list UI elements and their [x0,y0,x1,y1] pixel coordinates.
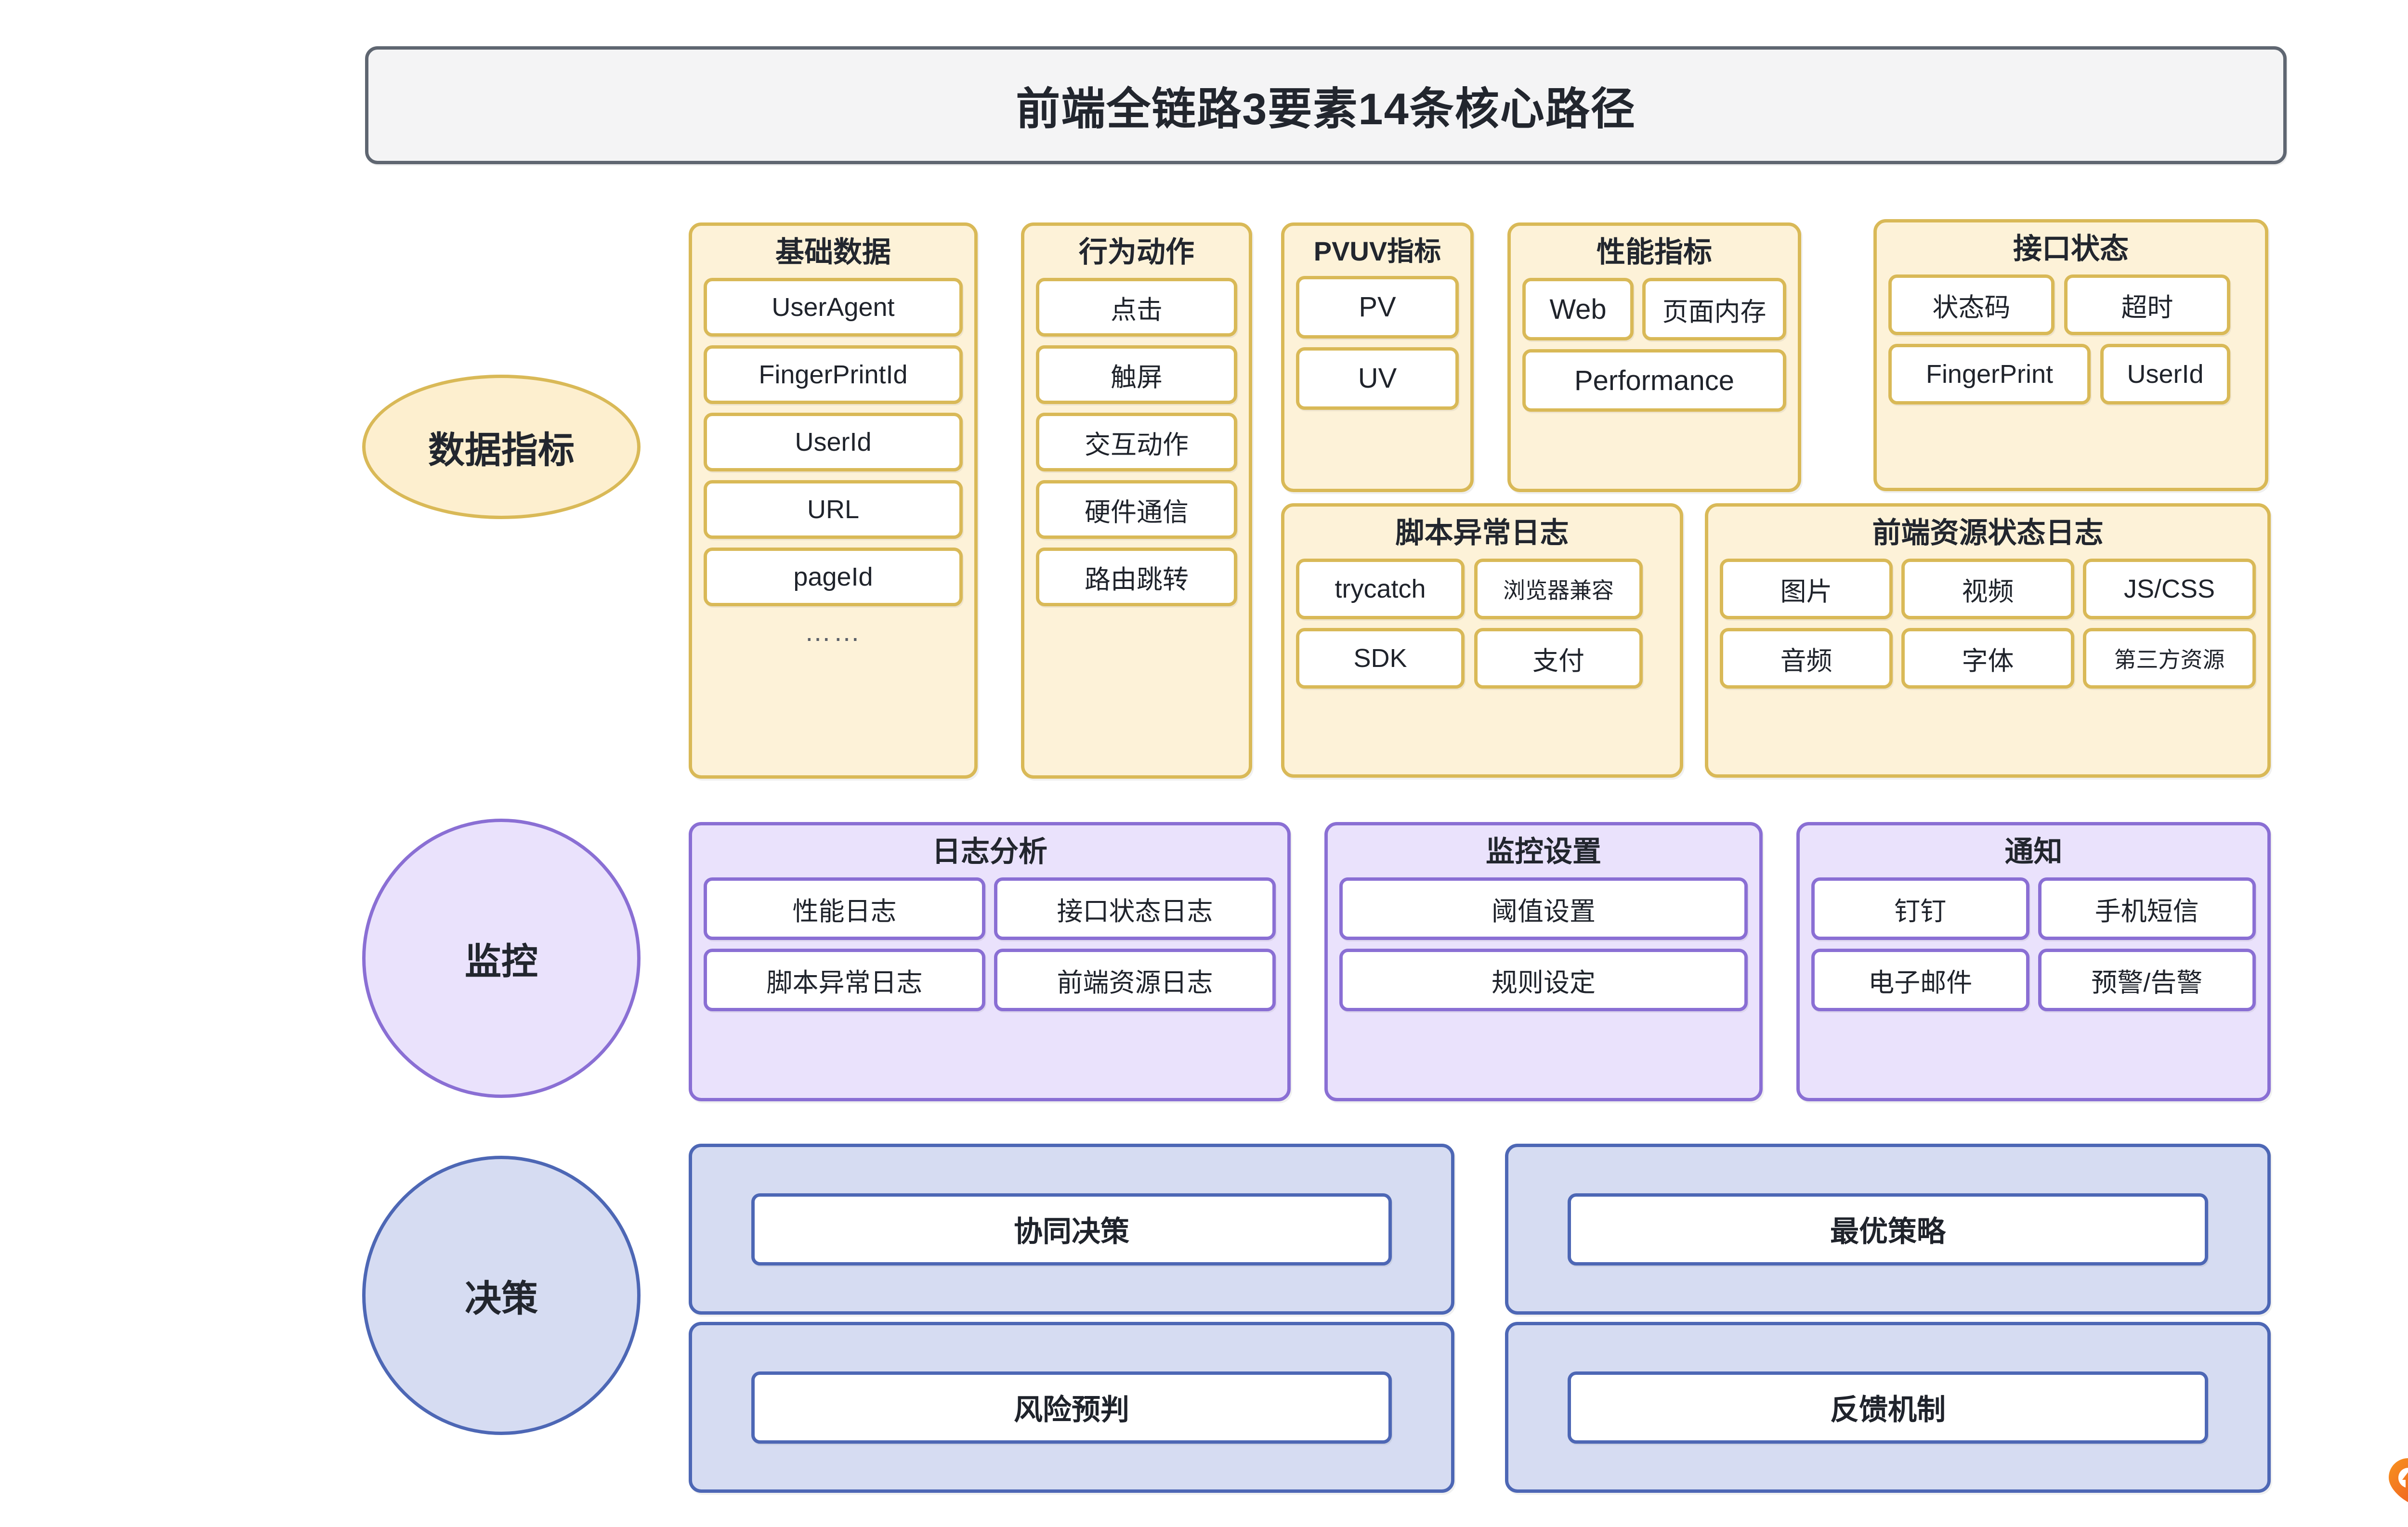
group-basic-data: 基础数据 UserAgent FingerPrintId UserId URL … [689,222,978,779]
chip-useragent[interactable]: UserAgent [704,278,963,337]
chip-list-behavior-actions: 点击 触屏 交互动作 硬件通信 路由跳转 [1036,278,1237,606]
page-title-banner: 前端全链路3要素14条核心路径 [365,46,2287,164]
chip-warning-alarm[interactable]: 预警/告警 [2038,949,2256,1011]
decision-card-collaborative[interactable]: 协同决策 [689,1144,1454,1315]
decision-label-feedback-mechanism: 反馈机制 [1568,1371,2208,1444]
chip-email[interactable]: 电子邮件 [1811,949,2029,1011]
decision-label-optimal-strategy: 最优策略 [1568,1193,2208,1266]
group-title-performance-metrics: 性能指标 [1597,236,1712,268]
section-label-monitoring: 监控 [362,819,641,1098]
chip-grid-log-analysis: 性能日志 接口状态日志 脚本异常日志 前端资源日志 [704,877,1276,1011]
group-frontend-resource-log: 前端资源状态日志 图片 视频 JS/CSS 音频 字体 第三方资源 [1705,503,2271,778]
chip-js-css[interactable]: JS/CSS [2083,559,2256,619]
group-title-basic-data: 基础数据 [775,236,891,268]
group-log-analysis: 日志分析 性能日志 接口状态日志 脚本异常日志 前端资源日志 [689,822,1291,1101]
chip-page-memory[interactable]: 页面内存 [1642,278,1786,340]
chip-grid-frontend-resource: 图片 视频 JS/CSS 音频 字体 第三方资源 [1720,559,2256,689]
chip-audio[interactable]: 音频 [1720,628,1893,689]
chip-click[interactable]: 点击 [1036,278,1237,337]
chip-status-code[interactable]: 状态码 [1888,274,2055,335]
chip-hardware-comm[interactable]: 硬件通信 [1036,480,1237,539]
chip-trycatch[interactable]: trycatch [1296,559,1465,619]
chip-threshold-setting[interactable]: 阈值设置 [1339,877,1748,940]
chip-fingerprintid[interactable]: FingerPrintId [704,345,963,404]
group-title-pvuv-metrics: PVUV指标 [1313,236,1441,266]
chip-image[interactable]: 图片 [1720,559,1893,619]
chip-list-monitor-settings: 阈值设置 规则设定 [1339,877,1748,1011]
chip-font[interactable]: 字体 [1901,628,2074,689]
group-notification: 通知 钉钉 手机短信 电子邮件 预警/告警 [1796,822,2271,1101]
chip-touchscreen[interactable]: 触屏 [1036,345,1237,404]
chip-performance-api[interactable]: Performance [1522,349,1786,412]
group-title-frontend-resource-log: 前端资源状态日志 [1872,517,2104,549]
chip-row-performance-top: Web 页面内存 [1522,278,1786,340]
page-title: 前端全链路3要素14条核心路径 [1016,85,1636,134]
chip-third-party-resource[interactable]: 第三方资源 [2083,628,2256,689]
watermark-logo: 极客时间 [2388,1457,2408,1503]
chip-grid-notification: 钉钉 手机短信 电子邮件 预警/告警 [1811,877,2256,1011]
chip-interaction[interactable]: 交互动作 [1036,413,1237,471]
chip-sms[interactable]: 手机短信 [2038,877,2256,940]
chip-frontend-resource-log[interactable]: 前端资源日志 [994,949,1276,1011]
decision-card-risk-prediction[interactable]: 风险预判 [689,1322,1454,1493]
section-label-decision: 决策 [362,1156,641,1435]
chip-timeout[interactable]: 超时 [2064,274,2230,335]
group-title-behavior-actions: 行为动作 [1079,236,1194,268]
chip-payment[interactable]: 支付 [1474,628,1643,689]
group-title-api-status: 接口状态 [2013,233,2129,265]
group-behavior-actions: 行为动作 点击 触屏 交互动作 硬件通信 路由跳转 [1021,222,1252,779]
chip-row-script-bottom: SDK 支付 [1296,628,1668,689]
group-pvuv-metrics: PVUV指标 PV UV [1281,222,1474,492]
chip-list-basic-data: UserAgent FingerPrintId UserId URL pageI… [704,278,963,647]
chip-performance-log[interactable]: 性能日志 [704,877,985,940]
chip-route-jump[interactable]: 路由跳转 [1036,548,1237,606]
chip-list-pvuv-metrics: PV UV [1296,275,1459,410]
chip-script-error-log[interactable]: 脚本异常日志 [704,949,985,1011]
chip-row-api-top: 状态码 超时 [1888,274,2253,335]
location-pin-icon [2388,1457,2408,1503]
chip-userid[interactable]: UserId [704,413,963,471]
chip-api-status-log[interactable]: 接口状态日志 [994,877,1276,940]
chip-more-ellipsis: …… [804,616,862,647]
chip-row-script-top: trycatch 浏览器兼容 [1296,559,1668,619]
decision-card-feedback-mechanism[interactable]: 反馈机制 [1505,1322,2271,1493]
decision-label-risk-prediction: 风险预判 [751,1371,1392,1444]
chip-dingtalk[interactable]: 钉钉 [1811,877,2029,940]
group-monitor-settings: 监控设置 阈值设置 规则设定 [1324,822,1763,1101]
chip-pageid[interactable]: pageId [704,548,963,606]
chip-fingerprint[interactable]: FingerPrint [1888,344,2091,405]
group-title-log-analysis: 日志分析 [932,835,1047,868]
section-label-data-metrics: 数据指标 [362,375,641,519]
chip-rule-setting[interactable]: 规则设定 [1339,949,1748,1011]
chip-row-api-bottom: FingerPrint UserId [1888,344,2253,405]
group-api-status: 接口状态 状态码 超时 FingerPrint UserId [1873,219,2268,491]
chip-url[interactable]: URL [704,480,963,539]
chip-browser-compat[interactable]: 浏览器兼容 [1474,559,1643,619]
chip-uv[interactable]: UV [1296,347,1459,410]
chip-video[interactable]: 视频 [1901,559,2074,619]
group-title-notification: 通知 [2004,835,2063,868]
group-title-script-error-log: 脚本异常日志 [1395,517,1569,549]
group-performance-metrics: 性能指标 Web 页面内存 Performance [1507,222,1801,492]
chip-web[interactable]: Web [1522,278,1634,340]
chip-api-userid[interactable]: UserId [2100,344,2230,405]
chip-sdk[interactable]: SDK [1296,628,1465,689]
group-title-monitor-settings: 监控设置 [1486,835,1601,868]
decision-label-collaborative: 协同决策 [751,1193,1392,1266]
chip-pv[interactable]: PV [1296,275,1459,339]
decision-card-optimal-strategy[interactable]: 最优策略 [1505,1144,2271,1315]
group-script-error-log: 脚本异常日志 trycatch 浏览器兼容 SDK 支付 [1281,503,1683,778]
